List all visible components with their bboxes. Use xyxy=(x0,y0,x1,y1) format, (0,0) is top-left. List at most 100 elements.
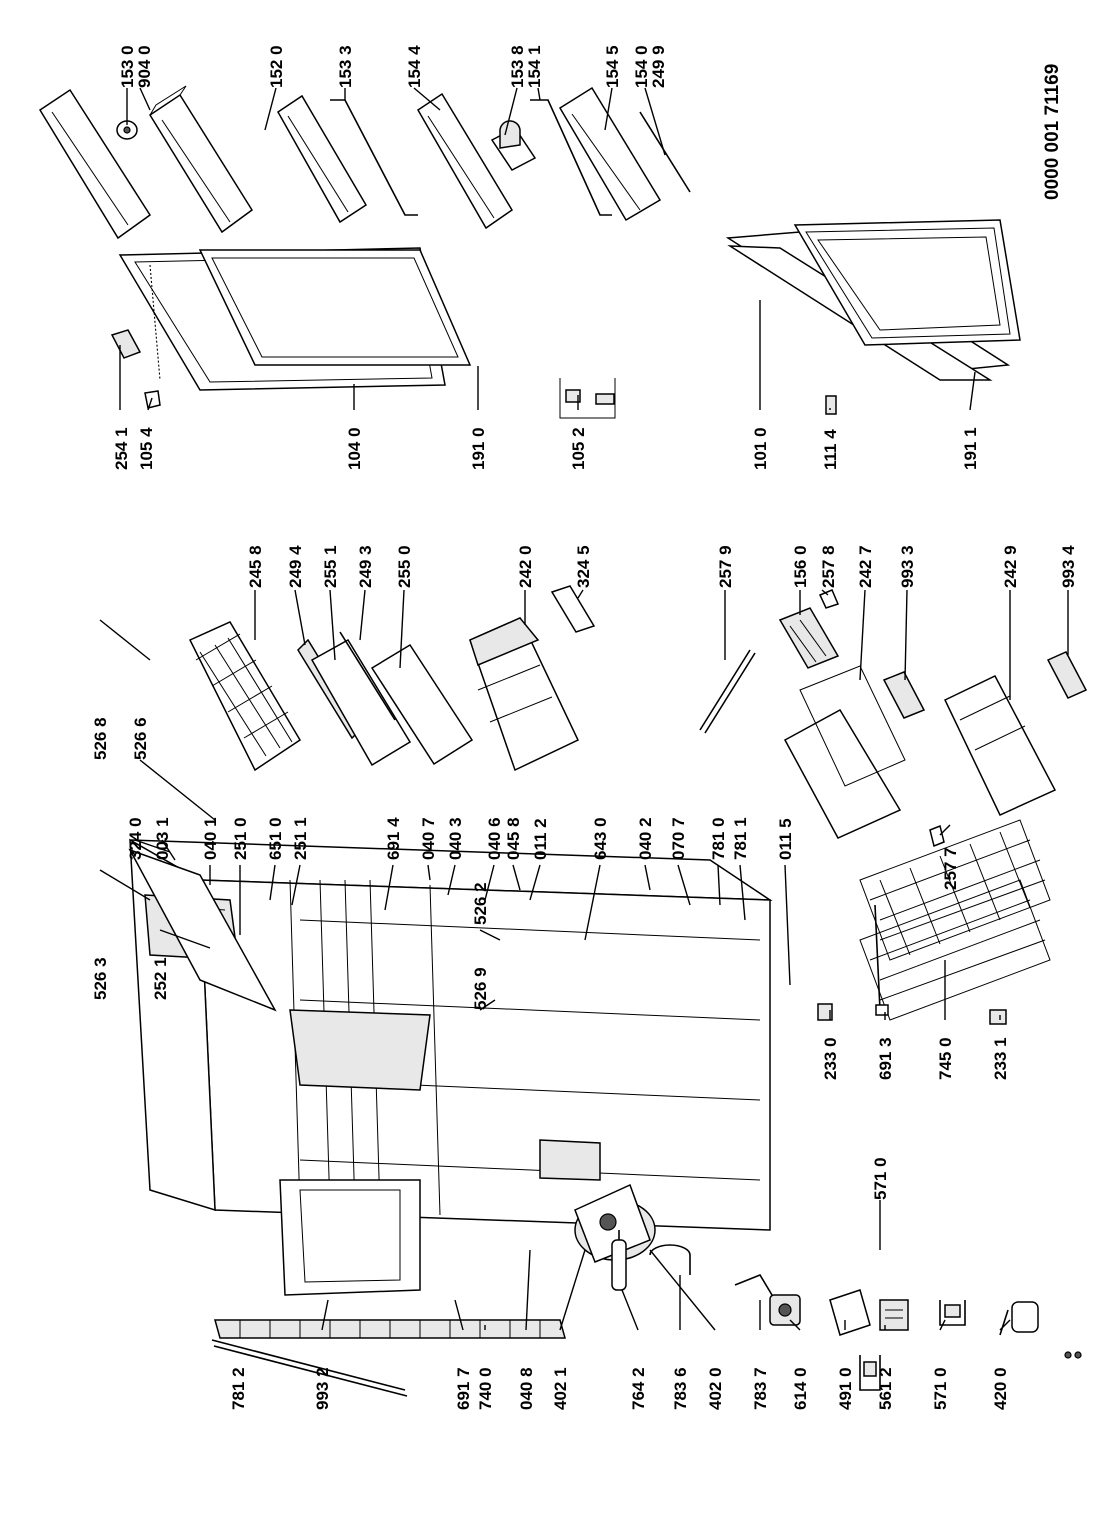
freezer-door-drawing xyxy=(725,219,1021,381)
glass-shelf-drawing xyxy=(310,631,474,767)
label-154-1: 154 1 xyxy=(525,45,544,88)
capacitor-drawing xyxy=(999,1301,1039,1336)
label-420-0: 420 0 xyxy=(991,1367,1010,1410)
label-257-7: 257 7 xyxy=(941,847,960,890)
label-045-8: 045 8 xyxy=(504,817,523,860)
label-993-4: 993 4 xyxy=(1059,545,1078,588)
egg-holder-drawing xyxy=(490,120,537,171)
label-191-0: 191 0 xyxy=(469,427,488,470)
label-491-0: 491 0 xyxy=(836,1367,855,1410)
label-257-8: 257 8 xyxy=(819,545,838,588)
label-526-3: 526 3 xyxy=(91,957,110,1000)
label-153-8: 153 8 xyxy=(508,45,527,88)
bottle-rod-drawing xyxy=(639,111,691,193)
label-526-2: 526 2 xyxy=(471,882,490,925)
part-labels: 153 0 904 0 152 0 153 3 154 4 153 8 154 … xyxy=(91,45,1078,1410)
door-bin-small-drawing xyxy=(416,92,514,230)
label-040-6: 040 6 xyxy=(485,817,504,860)
cabinet-drawing xyxy=(129,838,773,1231)
drawer-stop-drawing xyxy=(929,824,945,848)
leader-lines xyxy=(99,87,1069,1331)
label-781-2: 781 2 xyxy=(229,1367,248,1410)
label-257-9: 257 9 xyxy=(716,545,735,588)
terminal-box-drawing xyxy=(829,1289,871,1336)
label-643-0: 643 0 xyxy=(591,817,610,860)
wiring-drawing xyxy=(734,1274,776,1301)
freezer-drawer-top-drawing xyxy=(783,665,906,839)
label-691-3: 691 3 xyxy=(876,1037,895,1080)
compressor-drawing xyxy=(574,1183,656,1263)
label-251-1: 251 1 xyxy=(291,817,310,860)
rear-panel-drawing xyxy=(279,1179,421,1296)
ice-tray-drawing xyxy=(778,607,840,669)
freezer-rail-drawing xyxy=(699,649,756,734)
door-bin-large-drawing xyxy=(148,85,254,234)
label-154-0: 154 0 xyxy=(632,45,651,88)
label-561-2: 561 2 xyxy=(876,1367,895,1410)
label-745-0: 745 0 xyxy=(936,1037,955,1080)
label-255-1: 255 1 xyxy=(321,545,340,588)
label-526-8: 526 8 xyxy=(91,717,110,760)
screws-drawing xyxy=(1064,1351,1082,1359)
door-seal-strip-drawing xyxy=(211,1339,408,1397)
label-402-1: 402 1 xyxy=(551,1367,570,1410)
hinge-set-drawing xyxy=(559,378,616,419)
label-904-0: 904 0 xyxy=(135,45,154,88)
freezer-drawer-bottom-drawing xyxy=(944,675,1057,816)
label-245-8: 245 8 xyxy=(246,545,265,588)
overload-drawing xyxy=(879,1299,909,1331)
label-105-4: 105 4 xyxy=(137,427,156,470)
label-691-7: 691 7 xyxy=(454,1367,473,1410)
label-571-0-lower: 571 0 xyxy=(931,1367,950,1410)
label-242-0: 242 0 xyxy=(516,545,535,588)
wire-shelf-drawing xyxy=(188,621,302,772)
label-154-5: 154 5 xyxy=(603,45,622,88)
door-bin-cover-drawing xyxy=(38,88,152,240)
crisper-cover-drawing xyxy=(550,585,596,633)
label-783-6: 783 6 xyxy=(671,1367,690,1410)
label-152-0: 152 0 xyxy=(267,45,286,88)
label-324-0: 324 0 xyxy=(126,817,145,860)
label-040-7: 040 7 xyxy=(419,817,438,860)
label-526-6: 526 6 xyxy=(131,717,150,760)
door-hinge-cover-drawing xyxy=(110,329,161,409)
label-111-4: 111 4 xyxy=(821,429,840,470)
label-781-0: 781 0 xyxy=(709,817,728,860)
label-740-0: 740 0 xyxy=(476,1367,495,1410)
handle-drawing xyxy=(825,395,837,415)
freezer-flap-2-drawing xyxy=(1046,651,1088,699)
label-104-0: 104 0 xyxy=(345,427,364,470)
label-249-3: 249 3 xyxy=(356,545,375,588)
clip-drawing xyxy=(818,589,840,609)
crisper-drawer-drawing xyxy=(469,617,579,772)
label-571-0-upper: 571 0 xyxy=(871,1157,890,1200)
label-781-1: 781 1 xyxy=(731,817,750,860)
label-993-2: 993 2 xyxy=(313,1367,332,1410)
label-191-1: 191 1 xyxy=(961,427,980,470)
label-255-0: 255 0 xyxy=(395,545,414,588)
fan-bracket-drawing xyxy=(859,1355,881,1391)
label-764-2: 764 2 xyxy=(629,1367,648,1410)
label-526-9: 526 9 xyxy=(471,967,490,1010)
door-bin-mid-drawing xyxy=(277,94,368,224)
thermostat-parts-drawing xyxy=(817,1003,1007,1025)
label-040-8: 040 8 xyxy=(517,1367,536,1410)
bin-rod-2-drawing xyxy=(530,99,612,216)
label-233-1: 233 1 xyxy=(991,1037,1010,1080)
label-324-5: 324 5 xyxy=(574,545,593,588)
relay-drawing xyxy=(769,1294,801,1326)
label-153-3: 153 3 xyxy=(336,45,355,88)
label-242-9: 242 9 xyxy=(1001,545,1020,588)
label-011-2: 011 2 xyxy=(531,818,550,860)
label-242-7: 242 7 xyxy=(856,545,875,588)
fuse-holder-drawing xyxy=(939,1300,966,1326)
label-651-0: 651 0 xyxy=(266,817,285,860)
label-040-2: 040 2 xyxy=(636,817,655,860)
fridge-door-drawing xyxy=(118,247,472,391)
evaporator-grid-drawing xyxy=(859,819,1051,1021)
label-783-7: 783 7 xyxy=(751,1367,770,1410)
label-011-5: 011 5 xyxy=(776,818,795,860)
document-number: 0000 001 71169 xyxy=(1042,64,1063,200)
label-040-3: 040 3 xyxy=(446,817,465,860)
